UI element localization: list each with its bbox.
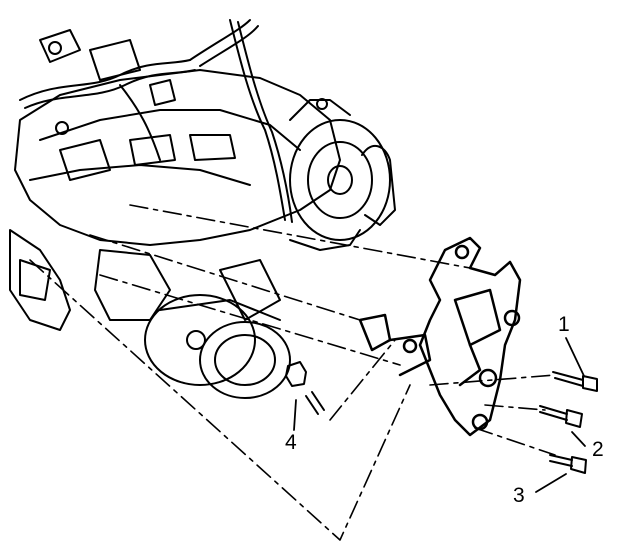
callout-4: 4: [285, 431, 297, 454]
ac-compressor: [289, 98, 396, 251]
callout-1: 1: [558, 313, 570, 336]
generator: [144, 259, 291, 399]
nut-4: [285, 361, 325, 415]
bolt-3: [549, 454, 587, 474]
callout-2: 2: [592, 438, 604, 461]
callout-leaders: [293, 337, 586, 493]
wiring-harness: [19, 19, 293, 223]
bolt-2: [539, 405, 583, 428]
engine-block: [9, 69, 341, 331]
callout-3: 3: [513, 484, 525, 507]
mounting-bracket: [358, 236, 522, 437]
bolt-1: [552, 371, 598, 392]
alignment-lines: [29, 204, 556, 541]
